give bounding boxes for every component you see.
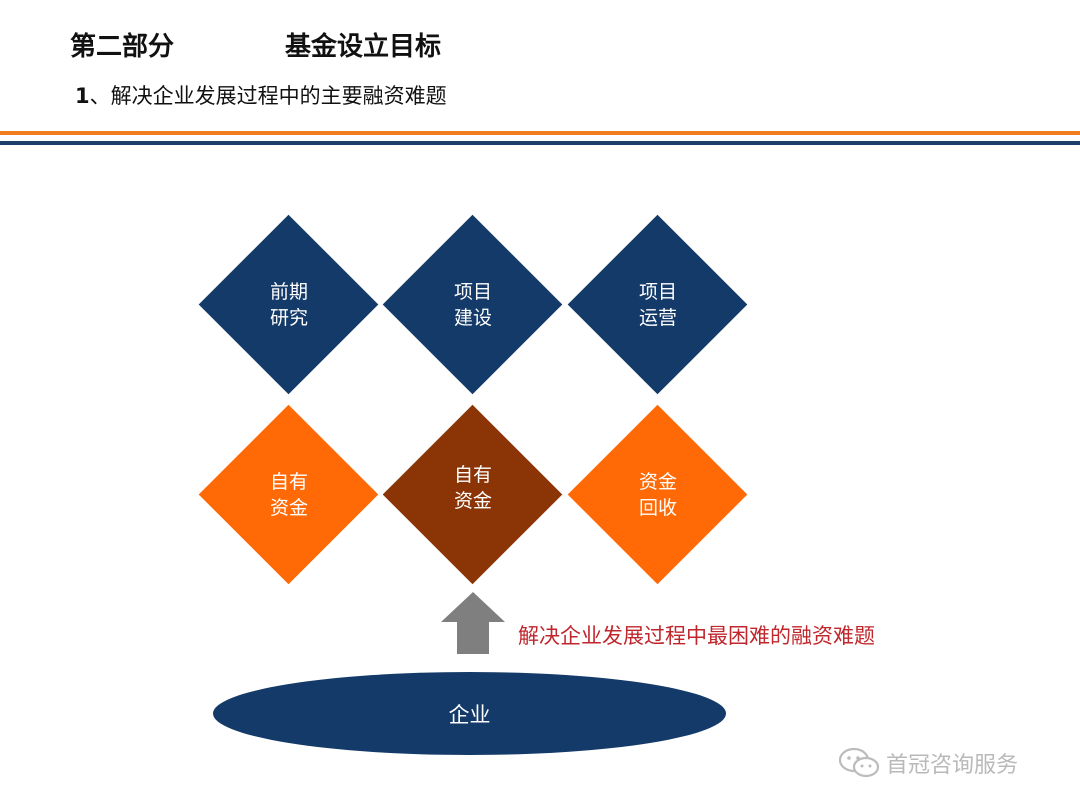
diamond-label-line2: 回收 [638, 497, 677, 519]
stage-project-construction: 项目 建设 [382, 214, 563, 395]
subtitle-text: 、解决企业发展过程中的主要融资难题 [89, 84, 447, 108]
header-rule-orange [0, 131, 1080, 135]
diamond-label-line1: 资金 [638, 471, 677, 493]
up-arrow-icon [441, 592, 505, 654]
enterprise-label: 企业 [448, 702, 491, 727]
diamond-label-line2: 资金 [269, 497, 308, 519]
section-label: 第二部分 [70, 32, 175, 62]
subtitle-number: 1 [75, 84, 90, 108]
diamond-label-line2: 研究 [269, 307, 308, 329]
diamond-label-line2: 运营 [638, 307, 677, 329]
diamond-label-line1: 前期 [269, 281, 308, 303]
enterprise-base-ellipse: 企业 [213, 672, 726, 755]
stage-project-operation: 项目 运营 [567, 214, 748, 395]
funding-own-capital-1: 自有 资金 [198, 404, 379, 585]
watermark: 首冠咨询服务 [838, 746, 1018, 780]
diamond-label-line1: 项目 [453, 281, 492, 303]
stage-early-research: 前期 研究 [198, 214, 379, 395]
diamond-label-line1: 自有 [269, 471, 308, 493]
wechat-icon [838, 747, 880, 778]
funding-capital-recovery: 资金 回收 [567, 404, 748, 585]
watermark-text: 首冠咨询服务 [886, 753, 1019, 778]
header-rule-navy [0, 141, 1080, 145]
diamond-label-line1: 自有 [453, 464, 492, 486]
page-subtitle: 1、解决企业发展过程中的主要融资难题 [75, 80, 447, 110]
arrow-caption: 解决企业发展过程中最困难的融资难题 [518, 624, 875, 648]
diamond-label-line2: 资金 [453, 490, 492, 512]
page-title: 基金设立目标 [285, 32, 442, 62]
diamond-label-line2: 建设 [453, 307, 492, 329]
diamond-label-line1: 项目 [638, 281, 677, 303]
funding-own-capital-2: 自有 资金 [382, 404, 563, 585]
